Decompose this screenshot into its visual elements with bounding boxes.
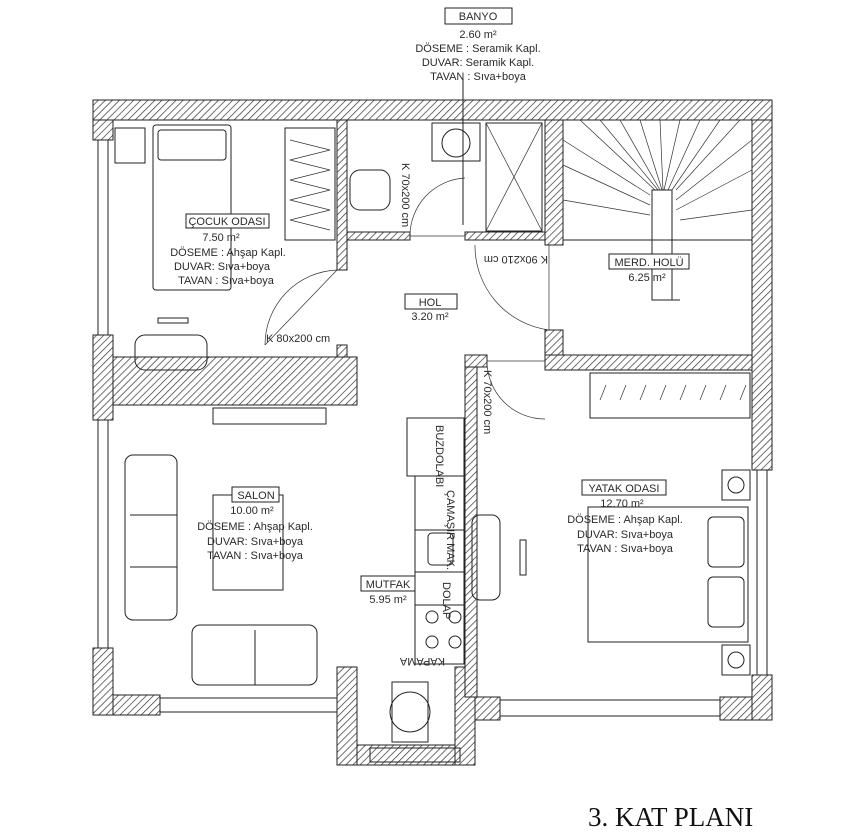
room-label-mutfak: MUTFAK 5.95 m² bbox=[360, 575, 416, 606]
svg-text:TAVAN : Sıva+boya: TAVAN : Sıva+boya bbox=[430, 71, 527, 83]
svg-text:2.60 m²: 2.60 m² bbox=[459, 29, 497, 41]
door-label-yatak: K 70x200 cm bbox=[481, 370, 493, 434]
svg-text:TAVAN : Sıva+boya: TAVAN : Sıva+boya bbox=[207, 550, 304, 562]
svg-text:DÖSEME : Ahşap Kapl.: DÖSEME : Ahşap Kapl. bbox=[567, 514, 683, 526]
washer-label: ÇAMAŞIR MAK. bbox=[444, 490, 456, 570]
door-hol[interactable]: K 90x210 cm bbox=[474, 244, 550, 331]
exterior-walls bbox=[92, 99, 773, 766]
svg-text:BANYO: BANYO bbox=[459, 11, 498, 23]
interior-walls bbox=[112, 119, 753, 698]
svg-text:DUVAR: Sıva+boya: DUVAR: Sıva+boya bbox=[207, 536, 304, 548]
cabinet-label: DOLAP bbox=[440, 582, 452, 619]
svg-text:HOL: HOL bbox=[419, 297, 442, 309]
room-label-cocuk: ÇOCUK ODASI 7.50 m² DÖSEME : Ahşap Kapl.… bbox=[170, 213, 286, 287]
hood-label: KAPAMA bbox=[399, 655, 445, 667]
door-label-cocuk: K 80x200 cm bbox=[266, 333, 330, 345]
door-label-hol: K 90x210 cm bbox=[484, 253, 548, 265]
bed-cocuk bbox=[114, 124, 336, 371]
svg-text:6.25 m²: 6.25 m² bbox=[628, 272, 666, 284]
svg-text:10.00 m²: 10.00 m² bbox=[230, 505, 274, 517]
svg-text:3.20 m²: 3.20 m² bbox=[411, 311, 449, 323]
windows bbox=[97, 139, 768, 763]
svg-text:5.95 m²: 5.95 m² bbox=[369, 594, 407, 606]
svg-text:7.50 m²: 7.50 m² bbox=[202, 232, 240, 244]
room-label-banyo: BANYO 2.60 m² DÖSEME : Seramik Kapl. DUV… bbox=[415, 7, 541, 83]
door-yatak[interactable]: K 70x200 cm bbox=[481, 360, 546, 434]
room-label-salon: SALON 10.00 m² DÖSEME : Ahşap Kapl. DUVA… bbox=[197, 486, 313, 562]
svg-text:12.70 m²: 12.70 m² bbox=[600, 498, 644, 510]
svg-text:DÖSEME : Ahşap Kapl.: DÖSEME : Ahşap Kapl. bbox=[170, 247, 286, 259]
door-banyo[interactable]: K 70x200 cm bbox=[399, 163, 466, 237]
svg-text:MUTFAK: MUTFAK bbox=[366, 579, 411, 591]
staircase bbox=[562, 119, 753, 301]
svg-text:SALON: SALON bbox=[237, 490, 274, 502]
salon-furniture bbox=[124, 407, 327, 686]
fridge-label: BUZDOLABI bbox=[433, 425, 445, 487]
svg-text:DUVAR: Sıva+boya: DUVAR: Sıva+boya bbox=[174, 261, 271, 273]
room-label-merd: MERD. HOLÜ 6.25 m² bbox=[608, 253, 690, 284]
bedroom-furniture bbox=[471, 372, 751, 676]
plan-title: 3. KAT PLANI bbox=[588, 802, 753, 832]
room-label-hol: HOL 3.20 m² bbox=[404, 293, 458, 323]
door-cocuk[interactable]: K 80x200 cm bbox=[264, 269, 338, 346]
svg-text:DÖSEME : Seramik Kapl.: DÖSEME : Seramik Kapl. bbox=[415, 43, 540, 55]
svg-text:YATAK ODASI: YATAK ODASI bbox=[589, 483, 660, 495]
svg-text:DÖSEME : Ahşap Kapl.: DÖSEME : Ahşap Kapl. bbox=[197, 521, 313, 533]
door-label-banyo: K 70x200 cm bbox=[399, 163, 411, 227]
room-label-yatak: YATAK ODASI 12.70 m² DÖSEME : Ahşap Kapl… bbox=[567, 479, 683, 555]
svg-text:ÇOCUK ODASI: ÇOCUK ODASI bbox=[188, 216, 265, 228]
svg-text:TAVAN : Sıva+boya: TAVAN : Sıva+boya bbox=[577, 543, 674, 555]
svg-text:TAVAN : Sıva+boya: TAVAN : Sıva+boya bbox=[178, 275, 275, 287]
svg-text:DUVAR: Sıva+boya: DUVAR: Sıva+boya bbox=[577, 529, 674, 541]
svg-text:DUVAR: Seramik Kapl.: DUVAR: Seramik Kapl. bbox=[422, 57, 534, 69]
svg-text:MERD. HOLÜ: MERD. HOLÜ bbox=[614, 257, 683, 269]
kitchen: BUZDOLABI ÇAMAŞIR MAK. DOLAP KAPAMA bbox=[389, 417, 465, 743]
bathroom-fixtures bbox=[349, 122, 543, 232]
